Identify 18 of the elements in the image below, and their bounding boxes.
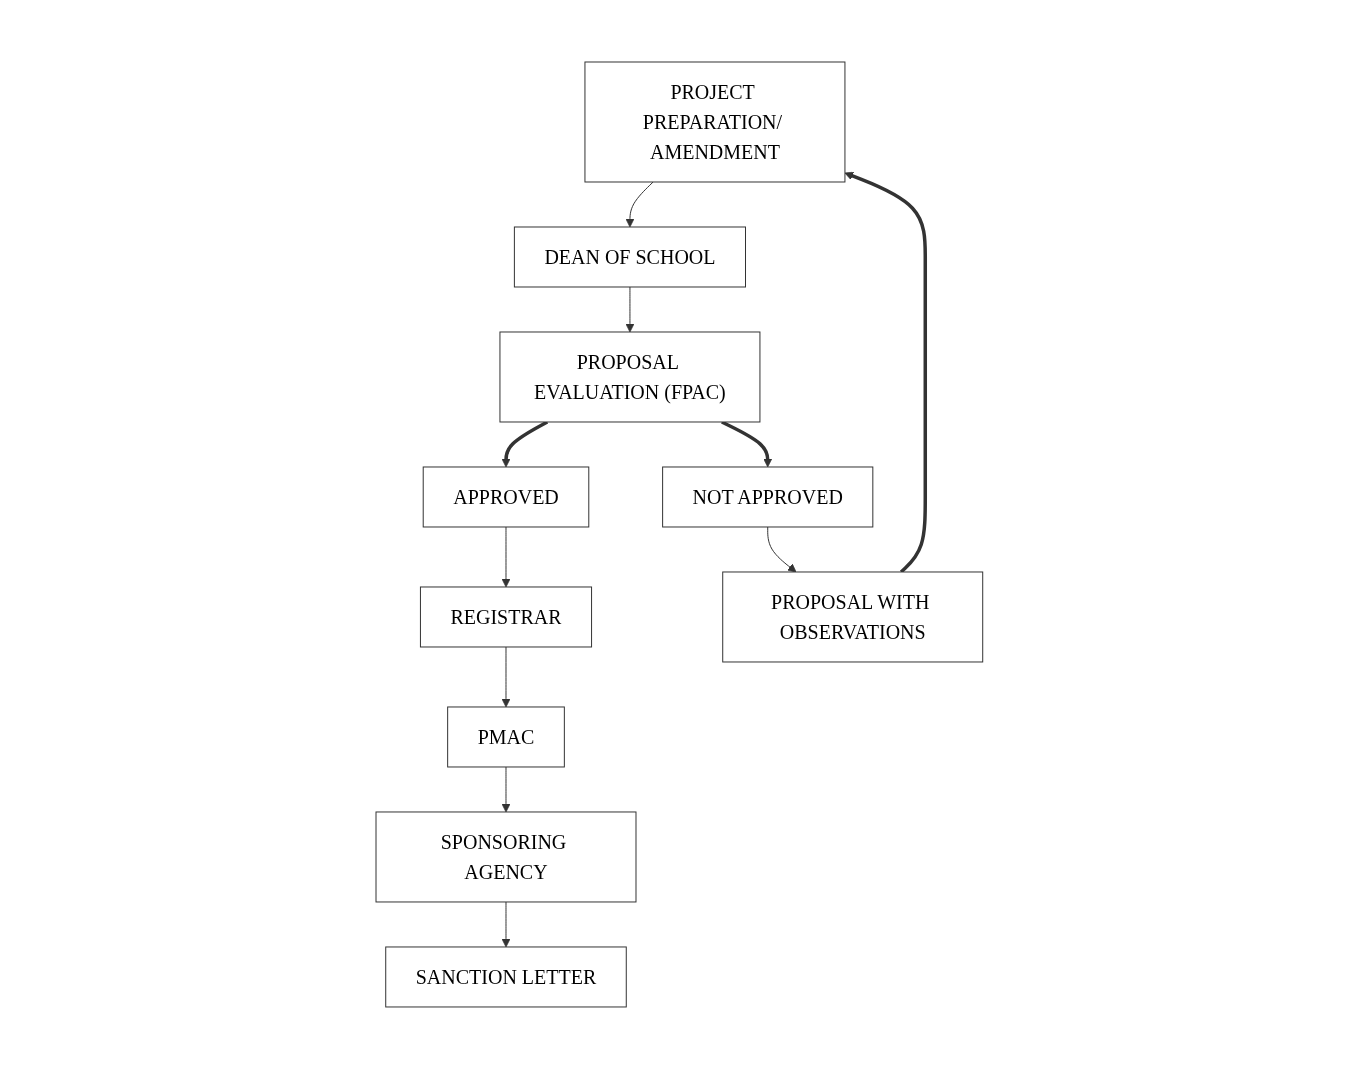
arrow	[501, 526, 511, 588]
node-box: PROJECT PREPARATION/ AMENDMENT	[584, 61, 846, 183]
arrow	[501, 646, 511, 708]
arrow	[501, 901, 511, 948]
node-box: NOT APPROVED	[661, 466, 873, 528]
arrow	[625, 181, 654, 228]
node-box: SANCTION LETTER	[384, 946, 627, 1008]
node-box: PMAC	[446, 706, 565, 768]
node-box: DEAN OF SCHOOL	[513, 226, 746, 288]
node-box: PROPOSAL WITH OBSERVATIONS	[721, 571, 983, 663]
arrow	[625, 286, 634, 333]
node-box: PROPOSAL EVALUATION (FPAC)	[499, 331, 761, 423]
node-box: APPROVED	[422, 466, 589, 528]
arrow	[766, 526, 797, 573]
node-box: SPONSORING AGENCY	[375, 811, 637, 903]
arrow	[501, 766, 511, 813]
arrow	[844, 171, 927, 574]
node-box: REGISTRAR	[419, 586, 592, 648]
